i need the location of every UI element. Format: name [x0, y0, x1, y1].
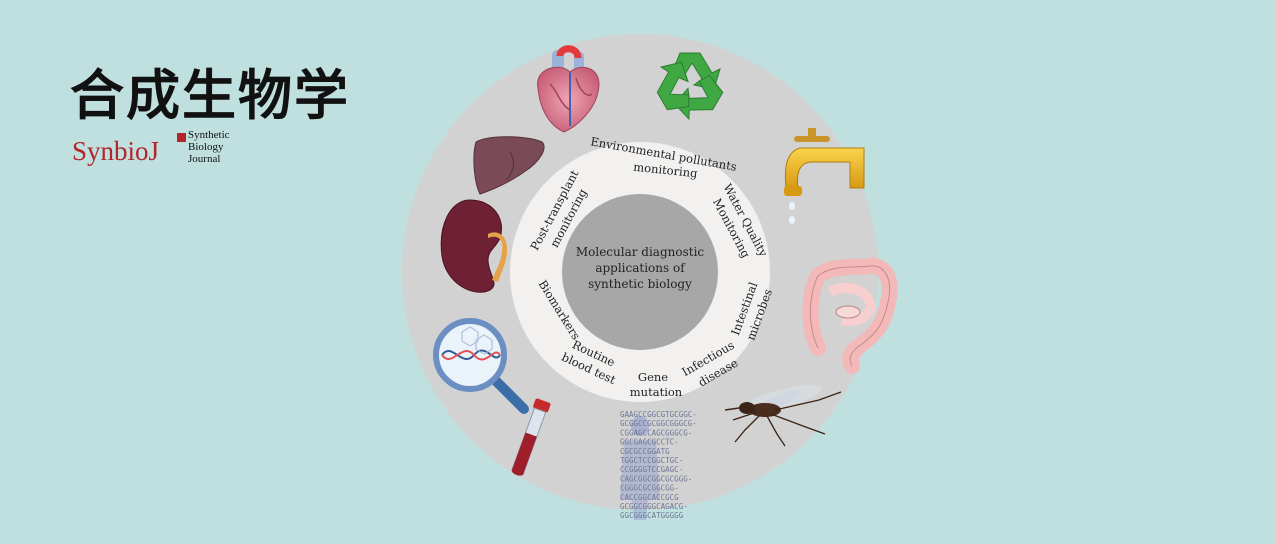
dna-sequence-line: CAGCGGCGGCGCGGG-	[620, 474, 692, 483]
dna-sequence-line: CCGGGGTCCGAGC-	[620, 465, 683, 474]
intestine-icon	[802, 257, 898, 374]
center-label: Molecular diagnostic applications of syn…	[576, 245, 705, 291]
genome-person-icon: GAAGCCGGCGTGCGGC-GCGGCCGCGGCGGGCG-CGGAGC…	[620, 410, 697, 520]
center-label-line: applications of	[595, 261, 686, 275]
faucet-icon	[784, 128, 865, 224]
dna-sequence-line: GAAGCCGGCGTGCGGC-	[620, 410, 697, 419]
logo-subtitle: Synthetic Biology Journal	[188, 129, 230, 165]
heart-icon	[537, 45, 600, 133]
dna-magnifier-icon	[433, 318, 529, 414]
mosquito-icon	[724, 384, 842, 447]
dna-sequence-line: CGGGCGCGGCGG-	[620, 484, 679, 493]
center-label-line: synthetic biology	[588, 277, 692, 291]
dna-sequence-line: GCGGCGGGCAGACG-	[620, 502, 688, 511]
dna-sequence-line: GGCGAGCGCCTC-	[620, 438, 679, 447]
kidney-icon	[440, 199, 508, 293]
logo-subtitle-line: Synthetic	[188, 129, 230, 141]
liver-icon	[473, 136, 545, 195]
logo-subtitle-line: Biology	[188, 141, 224, 153]
logo-english-title: SynbioJ	[72, 136, 160, 166]
segment-label-line: mutation	[630, 385, 683, 399]
dna-sequence-line: TGGCTCCGGCTGC-	[620, 456, 683, 465]
dna-sequence-line: GGCGGGCATGGGGG	[620, 511, 684, 520]
logo-red-mark	[177, 133, 186, 142]
center-disc	[562, 194, 718, 350]
recycle-icon	[656, 52, 724, 121]
logo-subtitle-line: Journal	[188, 153, 221, 165]
logo-chinese-title: 合成生物学	[70, 64, 350, 127]
segment-label-line: monitoring	[633, 160, 699, 181]
segment-gene-mutation: Gene mutation	[630, 370, 683, 399]
dna-sequence-line: CGCGCCGGATG	[620, 447, 670, 456]
dna-sequence-line: CGGAGCCAGCGGGCG-	[620, 428, 692, 437]
blood-tube-icon	[511, 398, 551, 476]
segment-label-line: Gene	[638, 370, 668, 384]
journal-logo: 合成生物学 SynbioJ Synthetic Biology Journal	[70, 60, 370, 180]
dna-sequence-line: GCGGCCGCGGCGGGCG-	[620, 419, 697, 428]
dna-sequence-line: CACCGGCACCGCG	[620, 493, 679, 502]
center-label-line: Molecular diagnostic	[576, 245, 705, 259]
